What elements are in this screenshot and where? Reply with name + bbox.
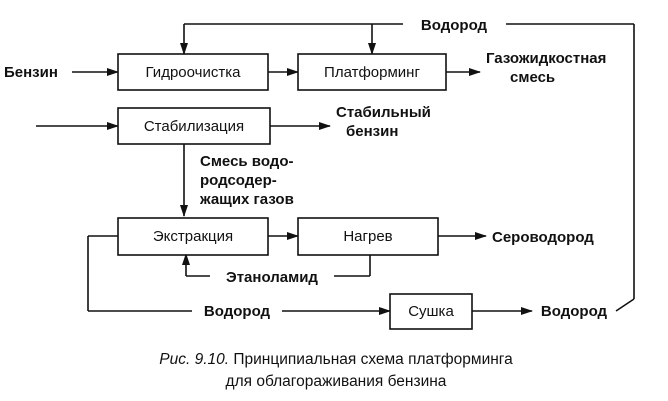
drying-label: Сушка	[408, 303, 454, 320]
gasoline-in-label: Бензин	[4, 64, 58, 81]
gas-liquid-label-2: смесь	[510, 69, 555, 86]
hydrogen-top-label: Водород	[421, 17, 488, 34]
stable-gasoline-label-2: бензин	[346, 123, 398, 140]
caption: Рис. 9.10. Принципиальная схема платформ…	[159, 351, 513, 390]
process-boxes	[117, 53, 473, 330]
gases-label-1: Смесь водо-	[200, 153, 293, 170]
caption-line-2: для облагораживания бензина	[226, 373, 447, 390]
drying-box	[389, 293, 473, 330]
connectors	[36, 23, 635, 315]
caption-line-1: Рис. 9.10. Принципиальная схема платформ…	[159, 351, 513, 368]
platforming-label: Платформинг	[324, 64, 420, 81]
extraction-label: Экстракция	[153, 228, 233, 245]
hydrotreating-label: Гидроочистка	[146, 64, 242, 81]
stabilization-label: Стабилизация	[144, 118, 244, 135]
gases-label-3: жащих газов	[199, 191, 294, 208]
heating-label: Нагрев	[343, 228, 392, 245]
caption-prefix: Рис. 9.10.	[159, 351, 229, 368]
ethanolamide-label: Этаноламид	[226, 269, 318, 286]
platforming-box	[297, 53, 447, 91]
box-labels: Гидроочистка Платформинг Стабилизация Эк…	[144, 64, 455, 320]
hydrogen-out-to-loop	[615, 298, 635, 312]
stable-gasoline-label-1: Стабильный	[336, 104, 431, 121]
hydrogen-bottom-label: Водород	[204, 303, 271, 320]
extraction-box	[117, 217, 269, 256]
gas-liquid-label-1: Газожидкостная	[486, 50, 606, 67]
gases-label-2: родсодер-	[200, 172, 277, 189]
stream-labels: Водород Бензин Газожидкостная смесь Стаб…	[4, 17, 608, 320]
heating-box	[297, 217, 439, 256]
hydrotreating-box	[117, 53, 269, 91]
hydrogen-sulfide-label: Сероводород	[492, 229, 594, 246]
caption-title: Принципиальная схема платформинга	[229, 351, 513, 368]
stabilization-box	[117, 107, 271, 145]
hydrogen-out-label: Водород	[541, 303, 608, 320]
